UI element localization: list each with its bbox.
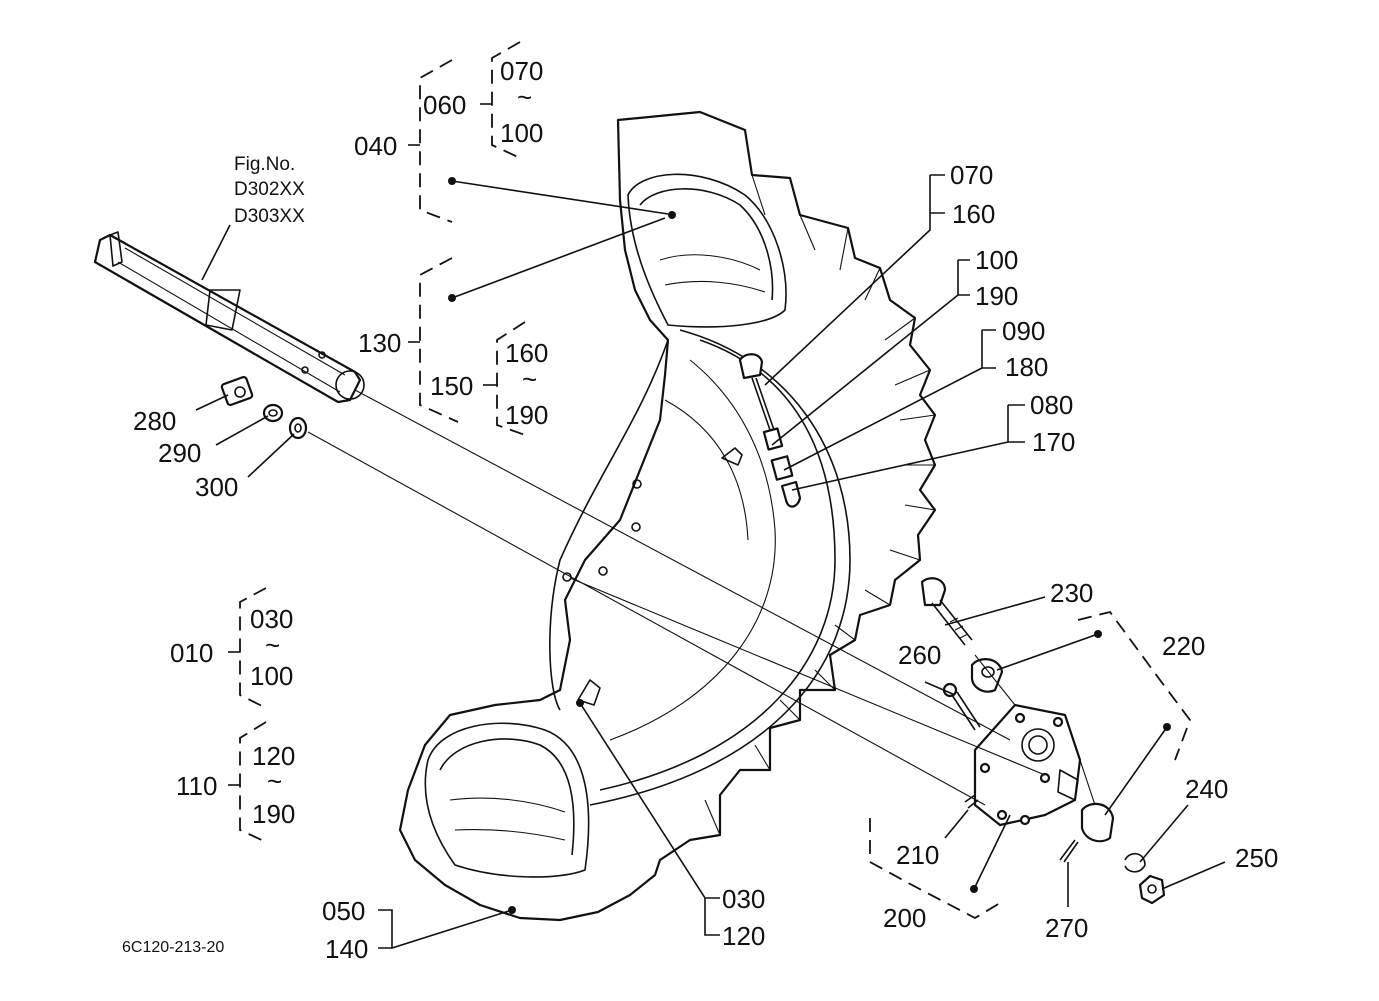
label-050: 050 <box>322 896 365 926</box>
label-120: 120 <box>722 921 765 951</box>
part-number-labels: Fig.No. D302XX D303XX 040 060 070 ~ 100 … <box>122 56 1278 964</box>
label-250: 250 <box>1235 843 1278 873</box>
label-200: 200 <box>883 903 926 933</box>
label-190-range-bottom-2: 190 <box>252 799 295 829</box>
label-150: 150 <box>430 371 473 401</box>
assembly-lines <box>307 389 1096 806</box>
label-070-range-top: 070 <box>500 56 543 86</box>
label-030-range-top: 030 <box>250 604 293 634</box>
label-180: 180 <box>1005 352 1048 382</box>
label-100: 100 <box>975 245 1018 275</box>
label-260: 260 <box>898 640 941 670</box>
figure-ref-line3: D303XX <box>234 206 305 227</box>
label-170: 170 <box>1032 427 1075 457</box>
group-brackets <box>228 41 1192 920</box>
label-160-range-top: 160 <box>505 338 548 368</box>
axle-shaft-drawing <box>93 231 365 404</box>
figure-ref-line1: Fig.No. <box>234 154 295 175</box>
tire-assembly-drawing <box>398 110 937 922</box>
label-240: 240 <box>1185 774 1228 804</box>
label-030: 030 <box>722 884 765 914</box>
label-120-range-top: 120 <box>252 741 295 771</box>
label-290: 290 <box>158 438 201 468</box>
label-range-tilde-3: ~ <box>265 630 280 660</box>
label-range-tilde-1: ~ <box>517 82 532 112</box>
label-160: 160 <box>952 199 995 229</box>
valve-stem-drawing <box>738 353 802 508</box>
label-190-range-bottom: 190 <box>505 400 548 430</box>
label-040: 040 <box>354 131 397 161</box>
label-270: 270 <box>1045 913 1088 943</box>
label-300: 300 <box>195 472 238 502</box>
label-060: 060 <box>423 90 466 120</box>
label-range-tilde-4: ~ <box>267 766 282 796</box>
drawing-code: 6C120-213-20 <box>122 939 224 956</box>
label-010: 010 <box>170 638 213 668</box>
label-100-range-bottom-2: 100 <box>250 661 293 691</box>
label-080: 080 <box>1030 390 1073 420</box>
hub-assembly-drawing <box>920 577 1166 905</box>
label-210: 210 <box>896 840 939 870</box>
leader-lines <box>195 174 1226 950</box>
figure-ref-line2: D302XX <box>234 179 305 200</box>
label-070: 070 <box>950 160 993 190</box>
label-100-range-bottom: 100 <box>500 118 543 148</box>
label-140: 140 <box>325 934 368 964</box>
label-110: 110 <box>176 771 217 801</box>
label-130: 130 <box>358 328 401 358</box>
label-280: 280 <box>133 406 176 436</box>
label-230: 230 <box>1050 578 1093 608</box>
label-190: 190 <box>975 281 1018 311</box>
label-range-tilde-2: ~ <box>522 364 537 394</box>
label-220: 220 <box>1162 631 1205 661</box>
label-090: 090 <box>1002 316 1045 346</box>
fastener-parts-drawing <box>220 375 308 440</box>
